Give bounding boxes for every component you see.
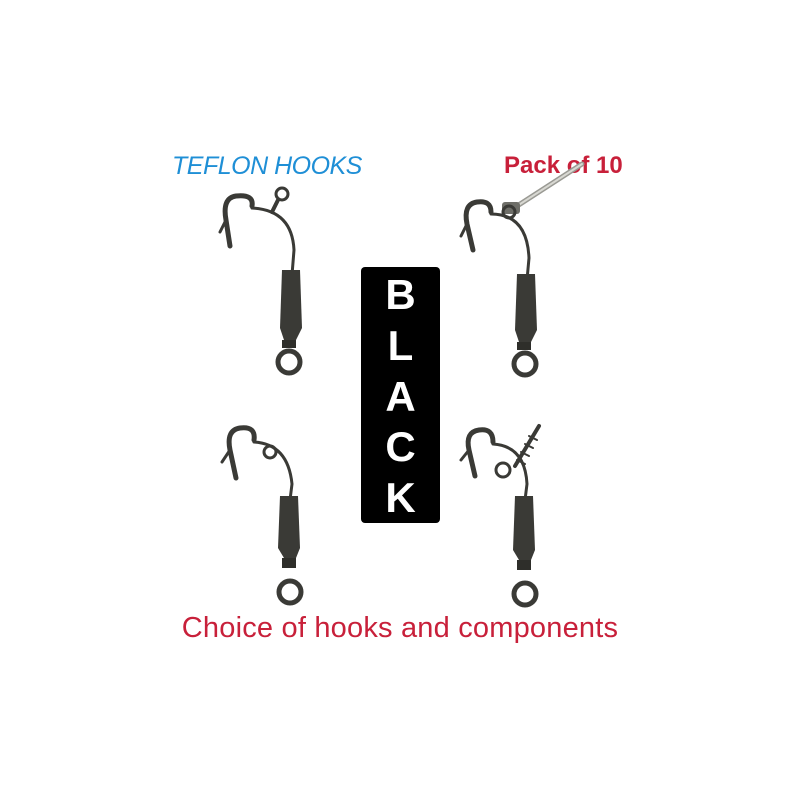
teflon-hooks-label: TEFLON HOOKS	[172, 152, 362, 180]
letter-l: L	[387, 321, 414, 369]
hook-rig-icon	[218, 186, 303, 376]
letter-b: B	[385, 271, 416, 318]
letter-k: K	[385, 474, 416, 521]
letter-a: A	[385, 372, 416, 420]
hook-rig-icon	[459, 424, 541, 608]
hook-rig-icon	[220, 425, 304, 606]
choice-of-hooks-label: Choice of hooks and components	[181, 612, 619, 644]
letter-c: C	[385, 423, 416, 471]
black-vertical-label: B L A C K	[361, 267, 440, 523]
hook-rig-icon	[459, 199, 539, 378]
